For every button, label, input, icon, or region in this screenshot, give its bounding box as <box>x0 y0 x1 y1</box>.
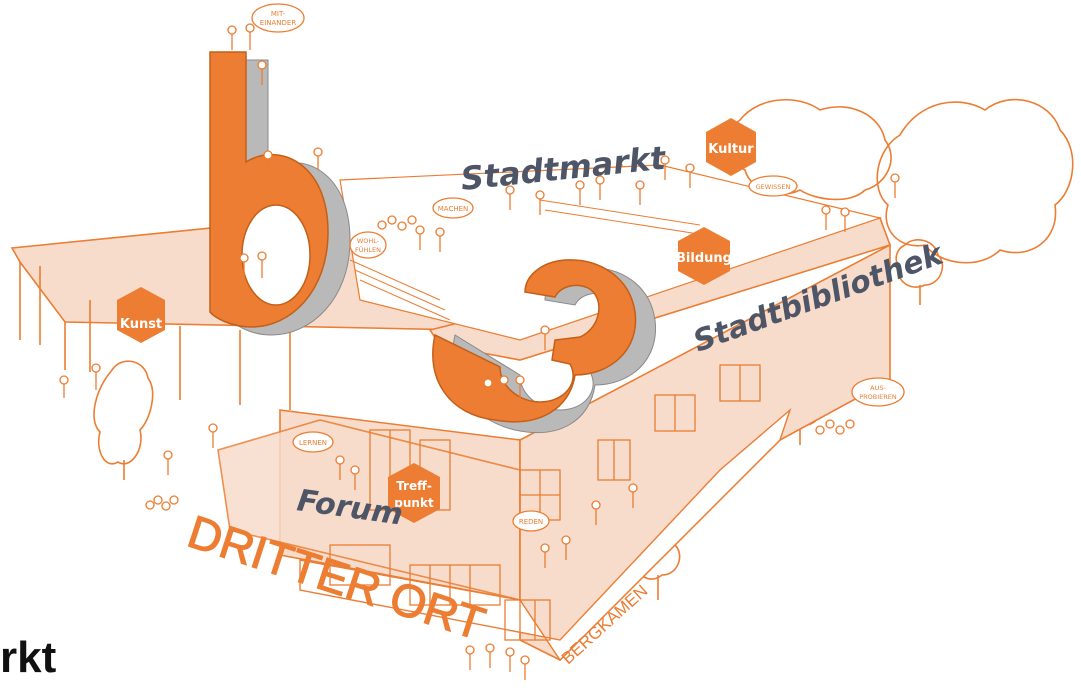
hexagon-treffpunkt: Treff- punkt <box>388 463 440 523</box>
hexagon-bildung: Bildung <box>676 227 732 285</box>
plaza-steps <box>349 199 706 321</box>
bubble-lernen-text: LERNEN <box>299 439 327 447</box>
bubble-wohlfuehlen-line-2: FÜHLEN <box>355 245 381 254</box>
hexagon-treffpunkt-label-1: Treff- <box>396 479 432 493</box>
bubble-wohlfuehlen-line-1: WOHL- <box>357 237 380 245</box>
bubble-miteinander-line-1: MIT- <box>271 10 286 18</box>
hexagon-bildung-label: Bildung <box>676 251 732 266</box>
bubble-reden: REDEN <box>512 510 550 532</box>
bubble-lernen: LERNEN <box>292 431 334 453</box>
bubble-wohlfuehlen: WOHL- FÜHLEN <box>349 231 387 259</box>
bubble-machen: MACHEN <box>432 197 474 219</box>
bubble-gewissen-text: GEWISSEN <box>756 183 791 191</box>
hexagon-treffpunkt-label-2: punkt <box>394 496 434 510</box>
building-base <box>299 407 792 662</box>
hexagon-kunst-label: Kunst <box>120 317 162 332</box>
bubble-ausprobieren: AUS- PROBIEREN <box>851 377 905 407</box>
hexagon-kultur: Kultur <box>706 118 756 176</box>
bubble-ausprobieren-line-1: AUS- <box>870 384 886 392</box>
bubble-machen-text: MACHEN <box>438 205 469 213</box>
bubble-gewissen: GEWISSEN <box>748 175 798 197</box>
colonnade <box>19 262 291 410</box>
bubble-miteinander-line-2: EINANDER <box>260 19 297 27</box>
bubble-ausprobieren-line-2: PROBIEREN <box>859 393 897 401</box>
letter-b-sculpture <box>209 51 351 336</box>
bubble-miteinander: MIT- EINANDER <box>251 3 305 33</box>
people-figures <box>59 23 900 680</box>
hexagon-kunst: Kunst <box>117 287 165 343</box>
bubble-reden-text: REDEN <box>519 518 543 526</box>
hexagon-kultur-label: Kultur <box>708 142 754 157</box>
partial-heading-text: rkt <box>0 633 57 682</box>
